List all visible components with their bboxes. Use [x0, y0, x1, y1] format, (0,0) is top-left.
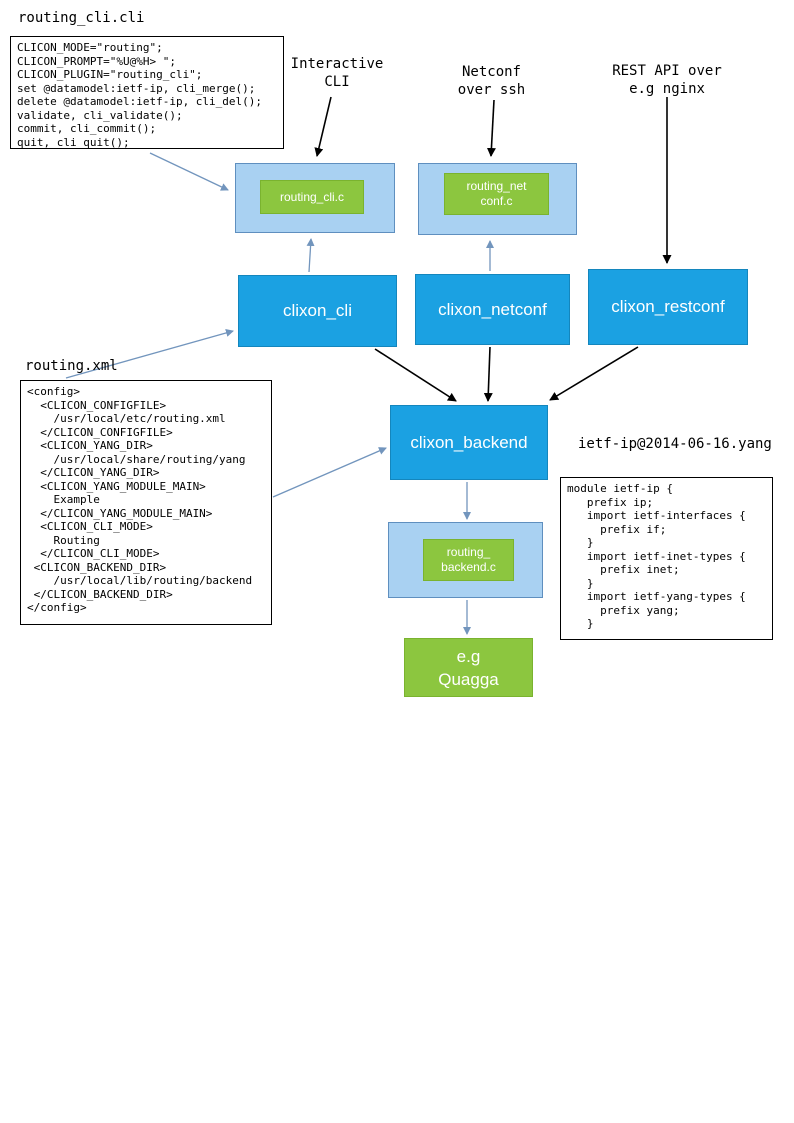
arrow-clixon-restconf-to-backend: [549, 346, 639, 401]
routing-cli-c-container: routing_cli.c: [235, 163, 395, 233]
arrow-netconf-ssh-to-routing-netconf-c: [486, 99, 496, 157]
arrow-clixon-cli-to-backend: [374, 348, 457, 402]
ietf-ip-yang-label: ietf-ip@2014-06-16.yang: [578, 436, 772, 452]
routing-netconf-c-container: routing_net conf.c: [418, 163, 577, 235]
clixon-netconf-label: clixon_netconf: [438, 299, 547, 319]
routing-netconf-c-box: routing_net conf.c: [444, 173, 549, 215]
clixon-backend-label: clixon_backend: [410, 432, 528, 452]
routing-backend-c-container: routing_ backend.c: [388, 522, 543, 598]
arrow-interactive-cli-to-routing-cli-c: [314, 96, 332, 157]
quagga-label: e.g Quagga: [438, 646, 499, 689]
routing-backend-c-box: routing_ backend.c: [423, 539, 514, 581]
routing-cli-code-box: CLICON_MODE="routing"; CLICON_PROMPT="%U…: [10, 36, 284, 149]
arrow-clixon-netconf-to-backend: [483, 346, 493, 402]
clixon-restconf-label: clixon_restconf: [611, 297, 725, 316]
clixon-restconf-box: clixon_restconf: [588, 269, 748, 345]
clixon-netconf-box: clixon_netconf: [415, 274, 570, 345]
clixon-backend-box: clixon_backend: [390, 405, 548, 480]
routing-xml-code-box: <config> <CLICON_CONFIGFILE> /usr/local/…: [20, 380, 272, 625]
interactive-cli-label: Interactive CLI: [290, 56, 384, 90]
arrow-cli-file-to-routing-cli-c-box: [149, 152, 229, 191]
clixon-cli-label: clixon_cli: [283, 301, 352, 320]
routing-cli-c-box: routing_cli.c: [260, 180, 364, 214]
rest-api-label: REST API over e.g nginx: [612, 63, 722, 97]
clixon-cli-box: clixon_cli: [238, 275, 397, 347]
arrow-routing-xml-to-backend: [272, 447, 387, 498]
routing-netconf-c-label: routing_net conf.c: [466, 179, 527, 208]
routing-cli-file-label: routing_cli.cli: [18, 10, 145, 26]
ietf-ip-yang-code-box: module ietf-ip { prefix ip; import ietf-…: [560, 477, 773, 640]
quagga-box: e.g Quagga: [404, 638, 533, 697]
routing-xml-label: routing.xml: [25, 358, 118, 374]
netconf-over-ssh-label: Netconf over ssh: [457, 64, 526, 98]
arrow-clixon-cli-to-routing-cli-c: [306, 238, 315, 273]
routing-backend-c-label: routing_ backend.c: [441, 545, 496, 574]
routing-cli-c-label: routing_cli.c: [279, 189, 345, 204]
